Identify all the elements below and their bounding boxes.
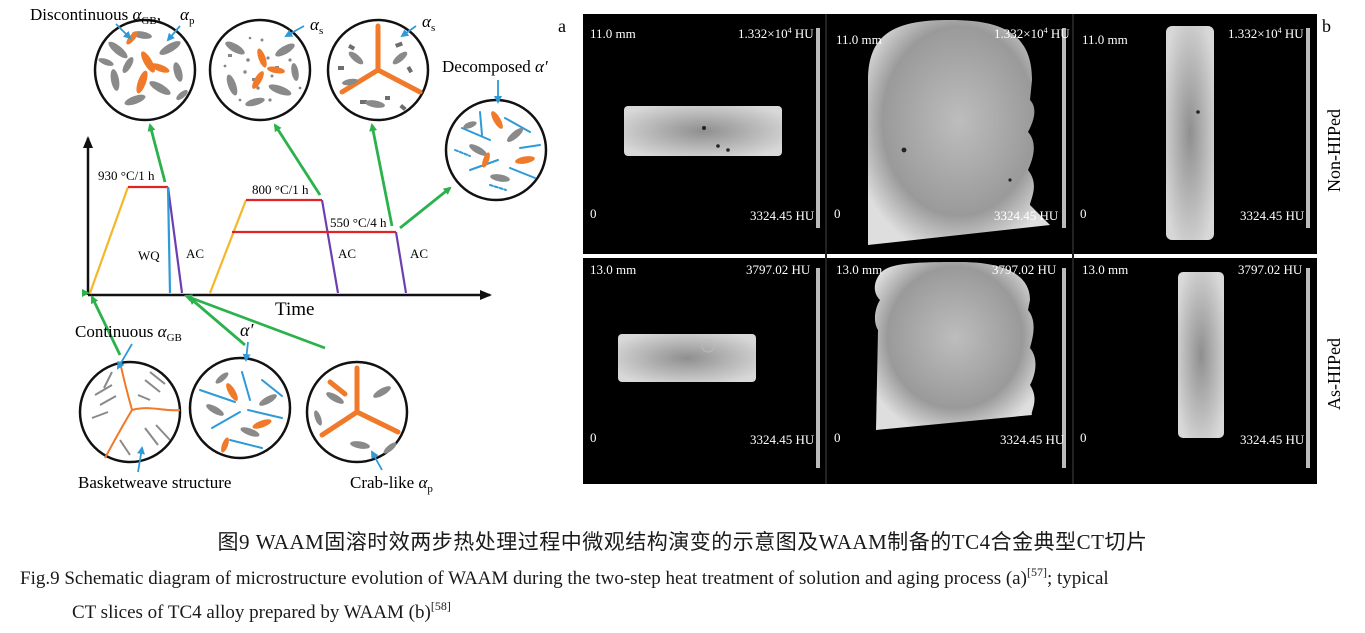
- caption-line-2: CT slices of TC4 alloy prepared by WAAM …: [72, 602, 431, 623]
- label-550: 550 °C/4 h: [330, 215, 387, 230]
- time-axis: Time: [83, 136, 492, 320]
- ct-top-zero-2: 0: [834, 206, 841, 221]
- microstructure-circle-decomposed: [444, 98, 548, 202]
- ct-bottom-zero-2: 0: [834, 430, 841, 445]
- green-flow-arrows: [90, 123, 452, 356]
- label-alpha-s-2: αs: [422, 12, 435, 34]
- microstructure-circle-top-3: [326, 18, 430, 122]
- label-wq: WQ: [138, 248, 160, 263]
- ct-bottom-scale-2: 13.0 mm: [836, 262, 882, 277]
- ct-slice-top-axial: [624, 106, 782, 156]
- label-930: 930 °C/1 h: [98, 168, 155, 183]
- ct-top-zero-3: 0: [1080, 206, 1087, 221]
- ct-bottom-hu-max-3: 3797.02 HU: [1238, 262, 1303, 277]
- process-curves: [88, 185, 408, 294]
- label-alpha-prime-bottom: α′: [240, 320, 254, 340]
- process-labels: 930 °C/1 h 800 °C/1 h 550 °C/4 h WQ AC A…: [98, 168, 428, 263]
- ct-top-scale-2: 11.0 mm: [836, 32, 882, 47]
- ct-top-hu-max-1: 1.332×104 HU: [738, 26, 814, 41]
- row-label-non-hiped: Non-HIPed: [1324, 109, 1344, 192]
- label-alpha-s-1: αs: [310, 15, 323, 37]
- ct-bottom-zero-3: 0: [1080, 430, 1087, 445]
- panel-label-a: a: [558, 16, 566, 36]
- ct-bottom-hu-max-1: 3797.02 HU: [746, 262, 811, 277]
- figure-caption-english: Fig.9 Schematic diagram of microstructur…: [20, 562, 1352, 630]
- label-ac-2: AC: [338, 246, 356, 261]
- caption-ref-2: [58]: [430, 599, 451, 613]
- row-label-as-hiped: As-HIPed: [1324, 338, 1344, 410]
- ct-panel: a b: [558, 14, 1344, 484]
- ct-slice-top-sagittal: [1166, 26, 1214, 240]
- label-crab-like: Crab-like αp: [350, 473, 433, 495]
- ct-top-zero-1: 0: [590, 206, 597, 221]
- ct-top-scale-1: 11.0 mm: [590, 26, 636, 41]
- microstructure-circle-bottom-3: [305, 360, 409, 464]
- label-decomposed: Decomposed α′: [442, 57, 548, 76]
- ct-bottom-hu-min-3: 3324.45 HU: [1240, 432, 1305, 447]
- label-ac-3: AC: [410, 246, 428, 261]
- ct-bottom-hu-min-2: 3324.45 HU: [1000, 432, 1065, 447]
- caption-prefix: Fig.9: [20, 568, 65, 589]
- ct-bottom-scale-1: 13.0 mm: [590, 262, 636, 277]
- label-continuous: Continuous αGB: [75, 322, 182, 344]
- label-discontinuous: Discontinuous αGB,: [30, 5, 161, 27]
- ct-bottom-zero-1: 0: [590, 430, 597, 445]
- bottom-pointer-arrows: [116, 341, 383, 473]
- microstructure-circle-bottom-2: [188, 356, 292, 460]
- microstructure-circle-bottom-1: [78, 360, 182, 464]
- panel-label-b: b: [1322, 16, 1331, 36]
- ct-top-hu-max-3: 1.332×104 HU: [1228, 26, 1304, 41]
- figure-caption-chinese: 图9 WAAM固溶时效两步热处理过程中微观结构演变的示意图及WAAM制备的TC4…: [217, 530, 1148, 554]
- ct-bottom-hu-max-2: 3797.02 HU: [992, 262, 1057, 277]
- ct-bottom-scale-3: 13.0 mm: [1082, 262, 1128, 277]
- ct-color-bars: [816, 28, 1310, 468]
- ct-top-hu-min-1: 3324.45 HU: [750, 208, 815, 223]
- ct-top-hu-max-2: 1.332×104 HU: [994, 26, 1070, 41]
- label-ac-1: AC: [186, 246, 204, 261]
- microstructure-circle-top-1: [93, 18, 197, 122]
- ct-top-scale-3: 11.0 mm: [1082, 32, 1128, 47]
- ct-slice-bottom-axial: [618, 334, 756, 382]
- time-axis-label: Time: [275, 299, 314, 320]
- ct-top-hu-min-2: 3324.45 HU: [994, 208, 1059, 223]
- caption-line-1-tail: ; typical: [1046, 568, 1109, 589]
- ct-top-hu-min-3: 3324.45 HU: [1240, 208, 1305, 223]
- ct-slice-bottom-coronal: [874, 262, 1036, 430]
- microstructure-circle-top-2: [208, 18, 312, 122]
- ct-slice-top-coronal: [868, 20, 1050, 245]
- ct-bottom-hu-min-1: 3324.45 HU: [750, 432, 815, 447]
- label-alpha-p: αp: [180, 5, 195, 27]
- caption-ref-1: [57]: [1026, 565, 1047, 579]
- label-basketweave: Basketweave structure: [78, 473, 231, 492]
- top-pointer-arrows: [115, 23, 502, 104]
- schematic-panel: Discontinuous αGB, αp αs αs Decomposed α…: [30, 5, 548, 495]
- caption-line-1: Schematic diagram of microstructure evol…: [64, 568, 1027, 589]
- label-800: 800 °C/1 h: [252, 182, 309, 197]
- ct-bottom-row-text: 13.0 mm 13.0 mm 13.0 mm 3797.02 HU 3797.…: [590, 262, 1305, 447]
- ct-slice-bottom-sagittal: [1178, 272, 1224, 438]
- ct-top-row-text: 11.0 mm 11.0 mm 11.0 mm 1.332×104 HU 1.3…: [590, 26, 1305, 223]
